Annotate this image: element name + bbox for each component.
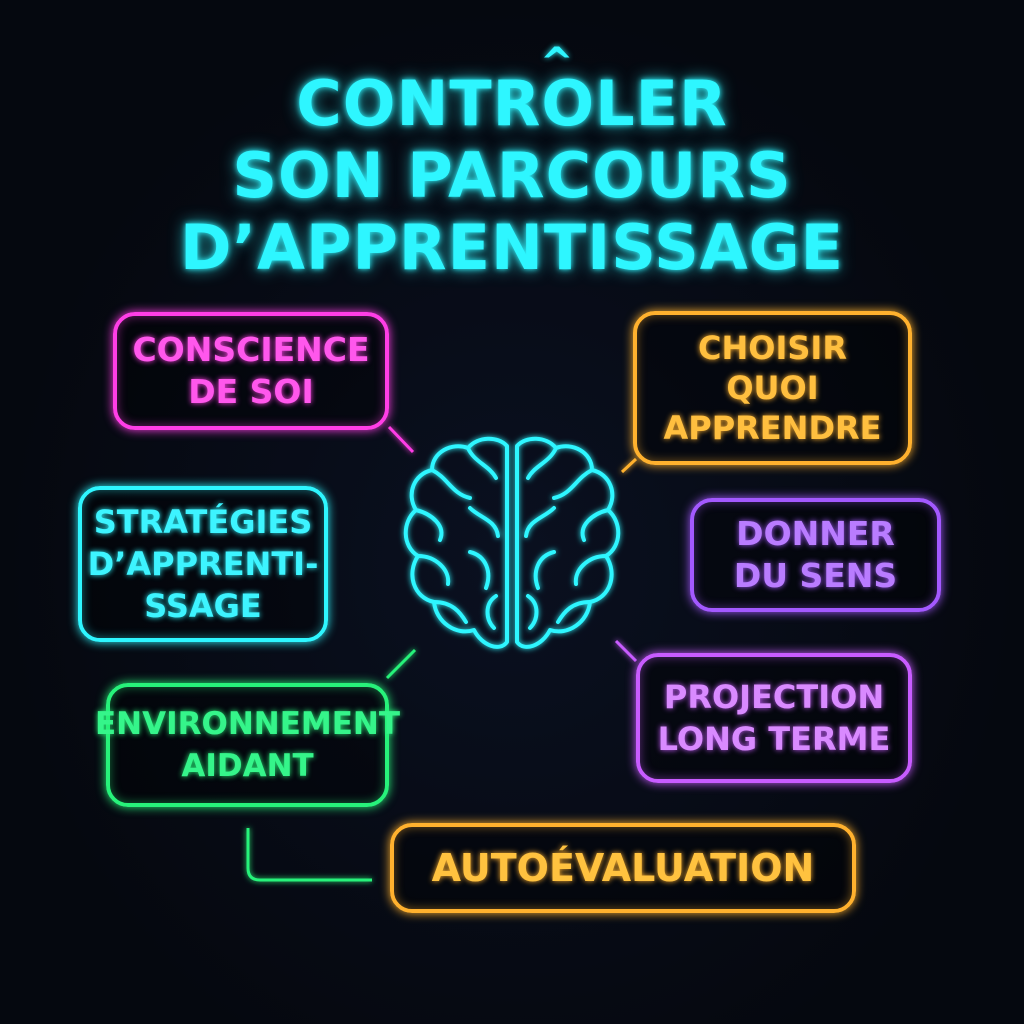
node-environnement-aidant-label: ENVIRONNEMENT AIDANT (95, 703, 400, 787)
node-choisir-quoi-apprendre-label: CHOISIR QUOI APPRENDRE (663, 328, 881, 448)
node-environnement-aidant-line-2: AIDANT (181, 748, 314, 784)
node-strategies: STRATÉGIES D’APPRENTI- SSAGE (78, 486, 328, 642)
brain-icon (403, 436, 621, 649)
node-conscience-de-soi-label: CONSCIENCE DE SOI (132, 329, 369, 413)
node-donner-line-1: DONNER (736, 514, 895, 553)
node-conscience-de-soi: CONSCIENCE DE SOI (113, 312, 389, 430)
title-line-3: D’APPRENTISSAGE (180, 211, 844, 284)
connector-choisir (620, 457, 638, 474)
node-projection-line-2: LONG TERME (657, 720, 891, 758)
node-autoevaluation-line-1: AUTOÉVALUATION (431, 846, 815, 890)
title-line-1: CONTROLER (296, 67, 728, 140)
node-conscience-de-soi-line-1: CONSCIENCE (132, 330, 370, 369)
node-projection-long-terme-label: PROJECTION LONG TERME (658, 676, 891, 760)
connector-projection (614, 639, 638, 663)
node-projection-long-terme: PROJECTION LONG TERME (636, 653, 912, 783)
node-strategies-label: STRATÉGIES D’APPRENTI- SSAGE (88, 501, 319, 627)
node-choisir-line-1: CHOISIR (698, 329, 847, 367)
node-strategies-line-3: SSAGE (144, 587, 262, 625)
connector-environnement (385, 648, 417, 680)
node-choisir-quoi-apprendre: CHOISIR QUOI APPRENDRE (633, 311, 912, 465)
node-choisir-line-2: QUOI (726, 369, 819, 407)
node-donner-du-sens-label: DONNER DU SENS (734, 513, 897, 597)
node-projection-line-1: PROJECTION (663, 678, 885, 716)
node-strategies-line-1: STRATÉGIES (93, 503, 313, 541)
node-autoevaluation-label: AUTOÉVALUATION (432, 846, 815, 890)
node-environnement-aidant-line-1: ENVIRONNEMENT (94, 706, 401, 742)
node-conscience-de-soi-line-2: DE SOI (188, 372, 314, 411)
node-autoevaluation: AUTOÉVALUATION (390, 823, 856, 913)
node-donner-du-sens: DONNER DU SENS (690, 498, 941, 612)
node-strategies-line-2: D’APPRENTI- (87, 545, 319, 583)
title-line-2: SON PARCOURS (232, 139, 792, 212)
connector-autoevaluation (246, 828, 372, 882)
connector-conscience (387, 425, 415, 454)
title-accent: ^ (540, 40, 574, 86)
node-choisir-line-3: APPRENDRE (663, 409, 882, 447)
node-environnement-aidant: ENVIRONNEMENT AIDANT (95, 683, 400, 807)
node-donner-line-2: DU SENS (733, 556, 898, 595)
